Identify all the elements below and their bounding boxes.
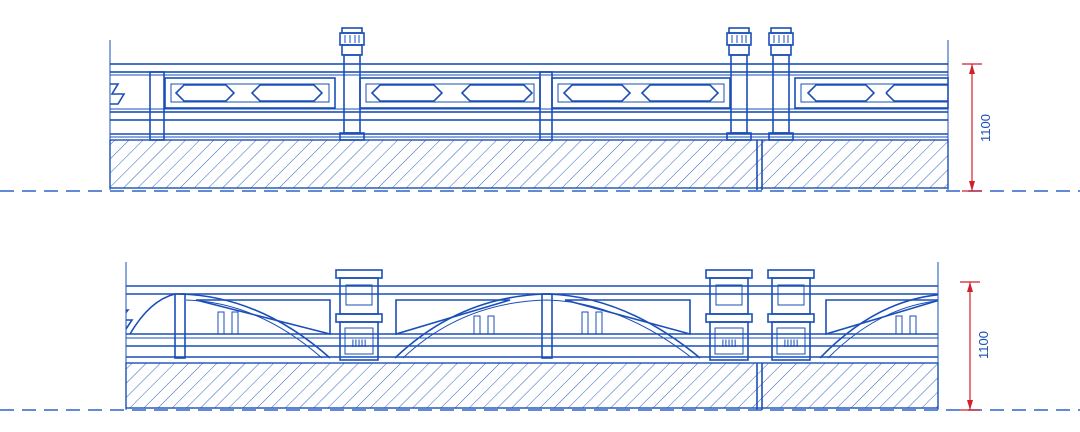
top-post-2	[726, 27, 752, 141]
bottom-post-2-inscription: IIIII	[721, 338, 736, 350]
top-railing-elevation: 1100	[0, 27, 1080, 192]
bottom-post-1-inscription: IIIII	[351, 338, 366, 350]
bottom-railing-elevation: IIIII IIIII IIIII	[0, 262, 1080, 411]
bottom-height-label: 1100	[976, 331, 991, 359]
top-height-label: 1100	[978, 114, 993, 142]
top-panel-2	[359, 77, 541, 109]
bottom-plinth-hatch	[125, 362, 939, 409]
top-post-3	[768, 27, 794, 141]
bottom-post-1: IIIII	[335, 269, 383, 361]
top-post-1	[339, 27, 365, 141]
top-panel-4	[794, 77, 949, 109]
top-height-dimension: 1100	[962, 63, 993, 192]
bottom-height-dimension: 1100	[960, 281, 991, 411]
top-panel-1	[164, 77, 336, 109]
bottom-post-2: IIIII	[705, 269, 753, 361]
bottom-post-3-inscription: IIIII	[783, 338, 798, 350]
top-plinth-hatch	[109, 139, 949, 189]
bottom-post-3: IIIII	[767, 269, 815, 361]
top-panel-3	[551, 77, 731, 109]
